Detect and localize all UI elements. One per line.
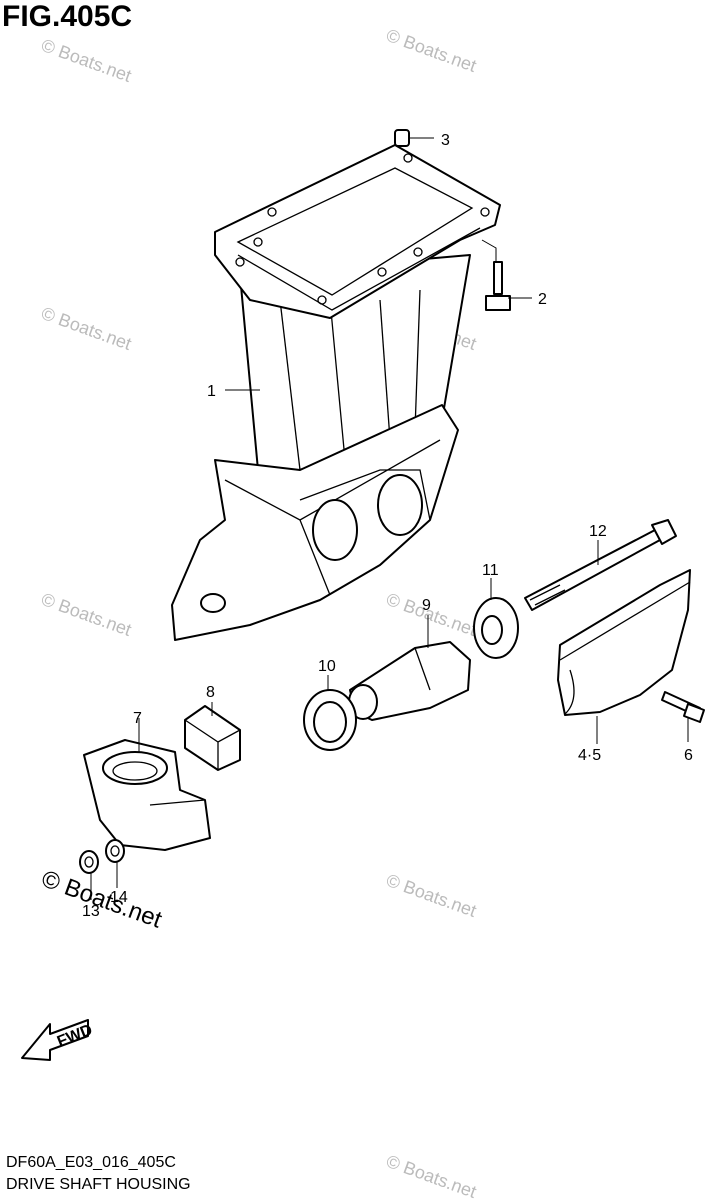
callout-8: 8 (206, 684, 215, 701)
leader-lines (90, 137, 689, 900)
watermark: © Boats.net (384, 1151, 479, 1200)
part-6-bolt (661, 691, 705, 723)
watermark: © Boats.net (39, 589, 134, 640)
watermark: © Boats.net (384, 870, 479, 921)
part-3-dowel-pin (394, 129, 410, 147)
part-11-bushing (473, 597, 519, 659)
part-9-mount (348, 641, 471, 721)
callout-2: 2 (538, 291, 547, 308)
callout-4-5: 4·5 (578, 747, 601, 764)
watermark: © Boats.net (384, 25, 479, 76)
callout-9: 9 (422, 597, 431, 614)
callout-11: 11 (482, 562, 499, 579)
part-7-bracket (83, 739, 211, 851)
figure-name: DRIVE SHAFT HOUSING (6, 1176, 191, 1193)
part-12-long-bolt (524, 519, 677, 611)
callout-labels: 1 2 3 4·5 6 7 8 9 10 11 12 13 14 (82, 132, 693, 920)
callout-3: 3 (441, 132, 450, 149)
part-14-washer (105, 839, 125, 863)
figure-code: DF60A_E03_016_405C (6, 1154, 176, 1171)
watermark: © Boats.net (39, 303, 134, 354)
part-10-ring (303, 689, 357, 751)
callout-13: 13 (82, 903, 100, 920)
figure-title: FIG.405C (2, 0, 133, 33)
watermark-dark: © Boats.net (38, 865, 166, 933)
fwd-arrow: FWD (21, 1019, 95, 1061)
part-8-sensor (184, 705, 241, 771)
callout-1: 1 (207, 383, 216, 400)
callout-6: 6 (684, 747, 693, 764)
callout-12: 12 (589, 523, 607, 540)
part-4-5-cover (557, 569, 691, 716)
part-1-drive-shaft-housing (171, 144, 501, 641)
watermark: © Boats.net (384, 589, 479, 640)
part-13-nut (79, 850, 99, 874)
callout-14: 14 (110, 889, 128, 906)
callout-7: 7 (133, 710, 142, 727)
callout-10: 10 (318, 658, 336, 675)
part-2-bolt (485, 261, 511, 311)
watermark: © Boats.net (39, 35, 134, 86)
